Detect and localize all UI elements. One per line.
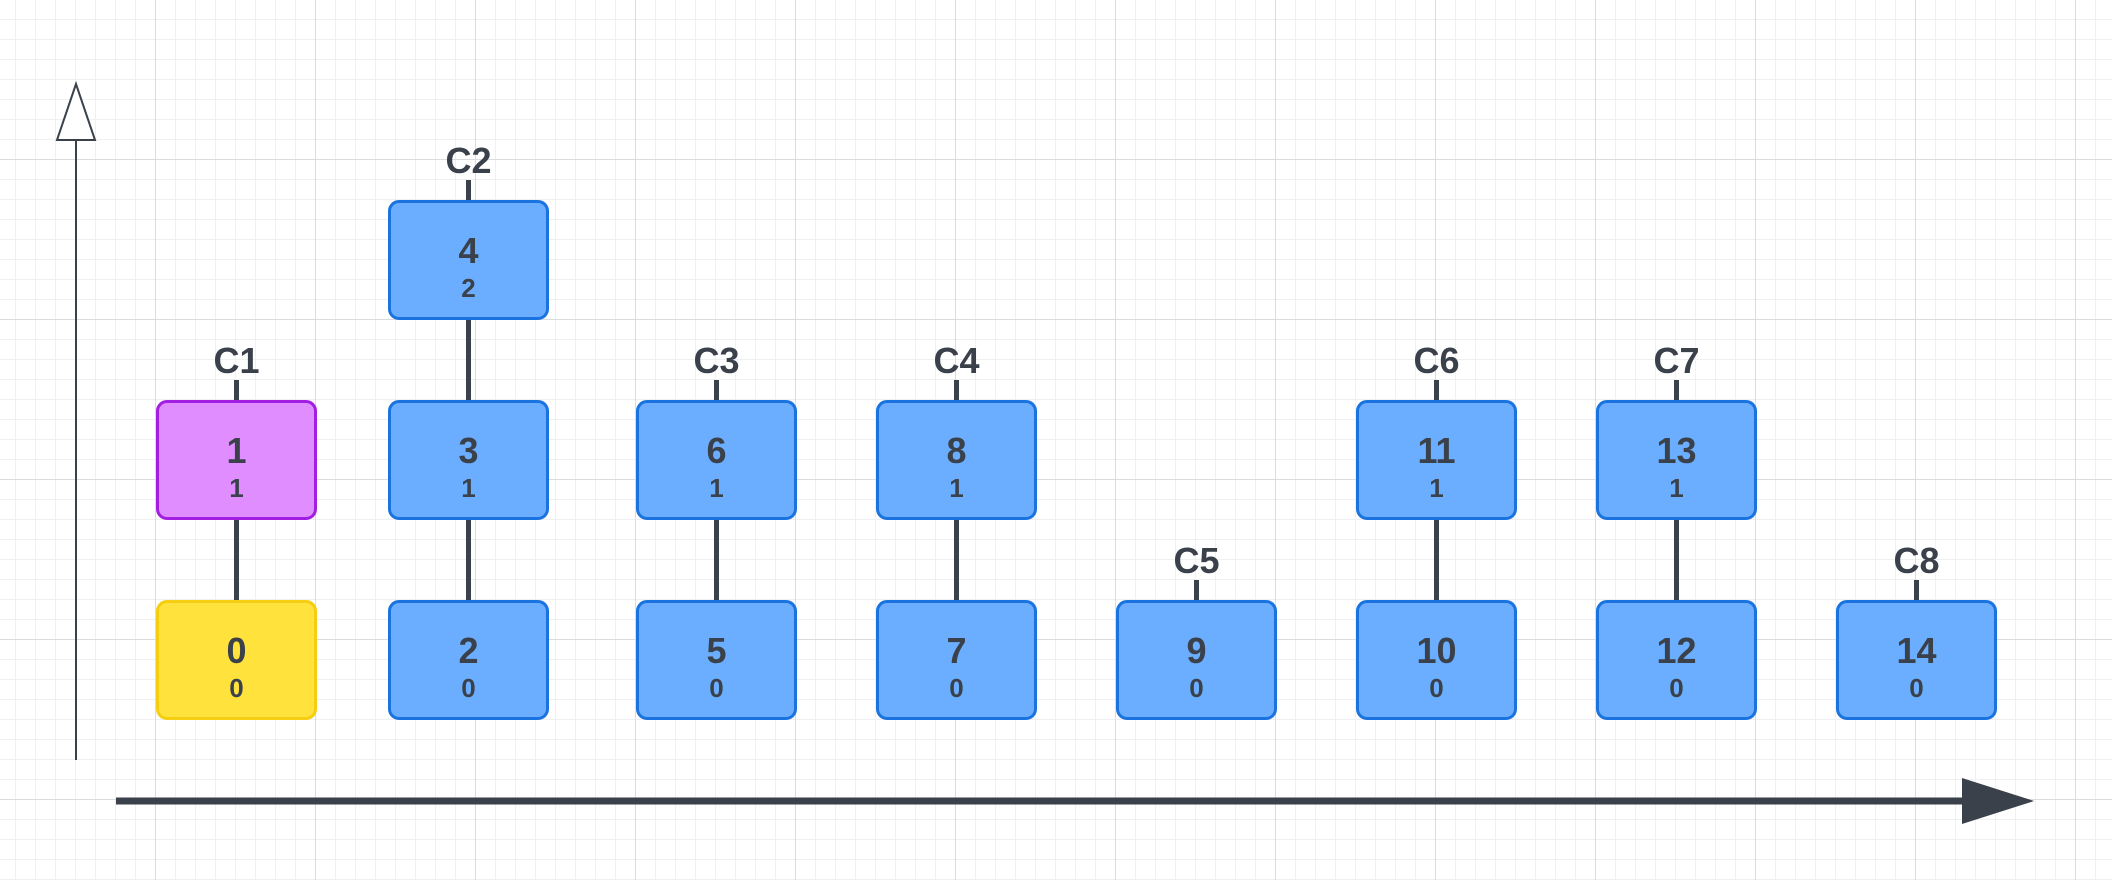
block-id: 3 — [458, 430, 479, 471]
column-label: C4 — [933, 340, 980, 381]
column-label: C3 — [693, 340, 740, 381]
block-connector — [714, 520, 719, 600]
block-connector — [234, 520, 239, 600]
label-connector — [714, 380, 719, 400]
block-height: 0 — [229, 673, 244, 703]
block-connector — [954, 520, 959, 600]
block-height: 1 — [461, 473, 476, 503]
block-height: 1 — [229, 473, 244, 503]
column-label: C8 — [1893, 540, 1940, 581]
label-connector — [466, 180, 471, 200]
label-connector — [1434, 380, 1439, 400]
block-height: 1 — [1429, 473, 1444, 503]
block-id: 11 — [1417, 430, 1456, 471]
block-id: 5 — [706, 630, 727, 671]
label-connector — [1914, 580, 1919, 600]
block-height: 1 — [709, 473, 724, 503]
block-height: 0 — [461, 673, 476, 703]
block-id: 0 — [226, 630, 247, 671]
block-height: 0 — [949, 673, 964, 703]
x-axis-arrowhead — [1962, 778, 2034, 824]
block-id: 9 — [1186, 630, 1207, 671]
block-connector — [466, 520, 471, 600]
block-height: 1 — [1669, 473, 1684, 503]
block-height: 0 — [709, 673, 724, 703]
block-id: 4 — [458, 230, 479, 271]
column-label: C5 — [1173, 540, 1220, 581]
column-label: C1 — [213, 340, 260, 381]
block-height: 0 — [1429, 673, 1444, 703]
column-label: C2 — [445, 140, 492, 181]
block-id: 1 — [226, 430, 247, 471]
block-height: 1 — [949, 473, 964, 503]
y-axis-arrowhead — [55, 80, 97, 141]
block-id: 13 — [1656, 430, 1697, 471]
block-connector — [466, 320, 471, 400]
label-connector — [234, 380, 239, 400]
block-id: 8 — [946, 430, 967, 471]
block-height: 2 — [461, 273, 476, 303]
block-id: 6 — [706, 430, 727, 471]
label-connector — [954, 380, 959, 400]
block-height: 0 — [1189, 673, 1204, 703]
column-label: C6 — [1413, 340, 1460, 381]
block-connector — [1674, 520, 1679, 600]
label-connector — [1674, 380, 1679, 400]
block-id: 14 — [1896, 630, 1937, 671]
block-id: 10 — [1416, 630, 1457, 671]
block-id: 12 — [1656, 630, 1697, 671]
label-connector — [1194, 580, 1199, 600]
column-label: C7 — [1653, 340, 1700, 381]
block-connector — [1434, 520, 1439, 600]
block-height: 0 — [1669, 673, 1684, 703]
block-height: 0 — [1909, 673, 1924, 703]
block-id: 7 — [946, 630, 967, 671]
block-id: 2 — [458, 630, 479, 671]
